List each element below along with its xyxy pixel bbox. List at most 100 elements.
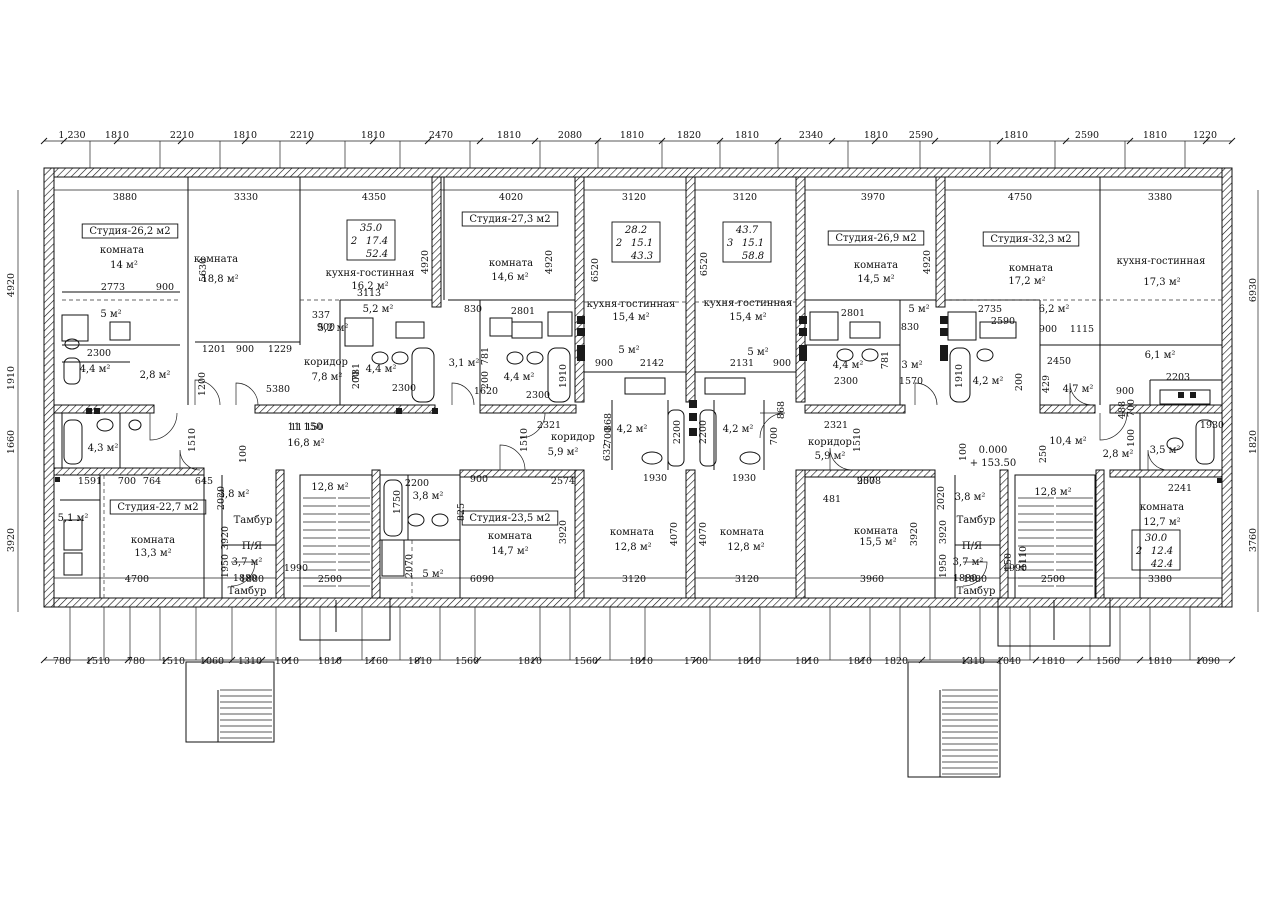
stairwell-right [997,474,1111,647]
dim-horizontal-label: 5380 [266,384,290,395]
entrance-porch-left [185,661,275,743]
stair-treads-right [1018,497,1093,587]
dim-horizontal-label: 2578 [857,476,881,487]
dim-bottom-label: 1160 [364,656,388,667]
dim-bottom-label: 1010 [275,656,299,667]
dim-top-label: 2340 [799,130,823,141]
area-room-count: 2 [615,238,622,249]
dim-vertical-label: 250 [1038,445,1049,463]
room-label: 5 м² [747,347,768,358]
room-label: 16,2 м² [351,281,388,292]
dim-vertical-label: 2200 [698,420,709,444]
dim-horizontal-label: 2203 [1166,372,1190,383]
dim-horizontal-label: 11 150 [290,422,323,433]
dim-top-label: 1810 [864,130,888,141]
room-label: 5 м² [100,309,121,320]
dim-left-label: 1910 [6,366,17,390]
room-label: 4,2 м² [617,424,648,435]
dim-bottom-label: 1820 [884,656,908,667]
stairwell-left [299,474,391,641]
structural-columns [55,316,1222,483]
dim-horizontal-label: 481 [823,494,841,505]
dim-vertical-label: 488 [1117,401,1128,419]
area-living: 30.0 [1145,533,1168,544]
room-label: 15,5 м² [859,537,896,548]
dim-bottom-label: 1510 [161,656,185,667]
room-label: 12,8 м² [311,482,348,493]
dim-inner-top-label: 3120 [622,192,646,203]
dim-bottom-label: 1810 [629,656,653,667]
dim-bottom-label: 1810 [518,656,542,667]
dim-bottom-label: 1090 [1196,656,1220,667]
dim-vertical-label: 100 [1126,429,1137,447]
dim-horizontal-label: 764 [143,476,161,487]
dim-vertical-label: 100 [238,445,249,463]
dim-horizontal-label: 2300 [526,390,550,401]
room-label: 10,4 м² [1049,436,1086,447]
dim-top-label: 2210 [170,130,194,141]
dim-vertical-label: 700 [1126,399,1137,417]
dim-horizontal-label: 2131 [730,358,754,369]
dim-vertical-label: 1950 [938,554,949,578]
room-label: 6,1 м² [1145,350,1176,361]
room-label: 3,8 м² [219,489,250,500]
dim-top-label: 1810 [620,130,644,141]
bathtub-fixtures [61,311,1215,577]
area-box-frame [722,221,772,263]
dim-inner-bottom-label: 2500 [318,574,342,585]
room-label: 12,8 м² [1034,487,1071,498]
area-total: 52.4 [366,249,388,260]
area-box-frame [611,221,661,263]
area-living: 43.7 [735,225,759,236]
dim-vertical-label: 3920 [909,522,920,546]
room-label: 5,2 м² [363,304,394,315]
door-swings [149,379,1169,587]
dim-top-label: 2470 [429,130,453,141]
dim-vertical-label: 4110 [1018,546,1029,570]
dim-left-label: 3920 [6,528,17,552]
dim-top-label: 2210 [290,130,314,141]
room-label: 15,4 м² [612,312,649,323]
room-label: 4,4 м² [366,364,397,375]
area-room-count: 3 [727,238,733,249]
area-total: 43.3 [630,251,653,262]
dim-top-label: 2590 [1075,130,1099,141]
dim-bottom-label: 1060 [200,656,224,667]
dim-horizontal-label: 900 [773,358,791,369]
area-total: 58.8 [742,251,764,262]
room-label: кухня-гостинная [1117,256,1206,267]
dimension-lines [17,140,1259,661]
room-label: 3,7 м² [953,557,984,568]
dim-horizontal-label: 900 [470,474,488,485]
dim-bottom-label: 1810 [318,656,342,667]
exterior-walls [43,167,1233,608]
room-label: 11 150 [288,422,323,433]
apartment-title: Студия-27,3 м2 [469,214,550,225]
dim-top-label: 1810 [1004,130,1028,141]
dim-vertical-label: 200 [480,371,491,389]
dim-vertical-label: 700 [603,427,614,445]
dim-top-label: 2080 [558,130,582,141]
dim-inner-top-label: 3880 [113,192,137,203]
dim-vertical-label: 200 [351,371,362,389]
dimension-ticks [40,137,1236,664]
room-label: комната [489,258,533,269]
dim-inner-bottom-label: 2500 [1041,574,1065,585]
room-label: комната [1009,263,1053,274]
apartment-title-frame [81,223,179,239]
dim-inner-bottom-label: 4700 [125,574,149,585]
apartment-title-frame [461,510,559,526]
dim-horizontal-label: 2142 [640,358,664,369]
area-living: 35.0 [360,223,383,234]
area-kitchen: 15.1 [742,238,764,249]
dim-horizontal-label: 700 [118,476,136,487]
room-label: 4,2 м² [723,424,754,435]
apartment-title-frame [461,211,559,227]
dim-vertical-label: 1510 [852,428,863,452]
dim-horizontal-label: 900 [857,476,875,487]
porch-steps-left [220,689,272,739]
